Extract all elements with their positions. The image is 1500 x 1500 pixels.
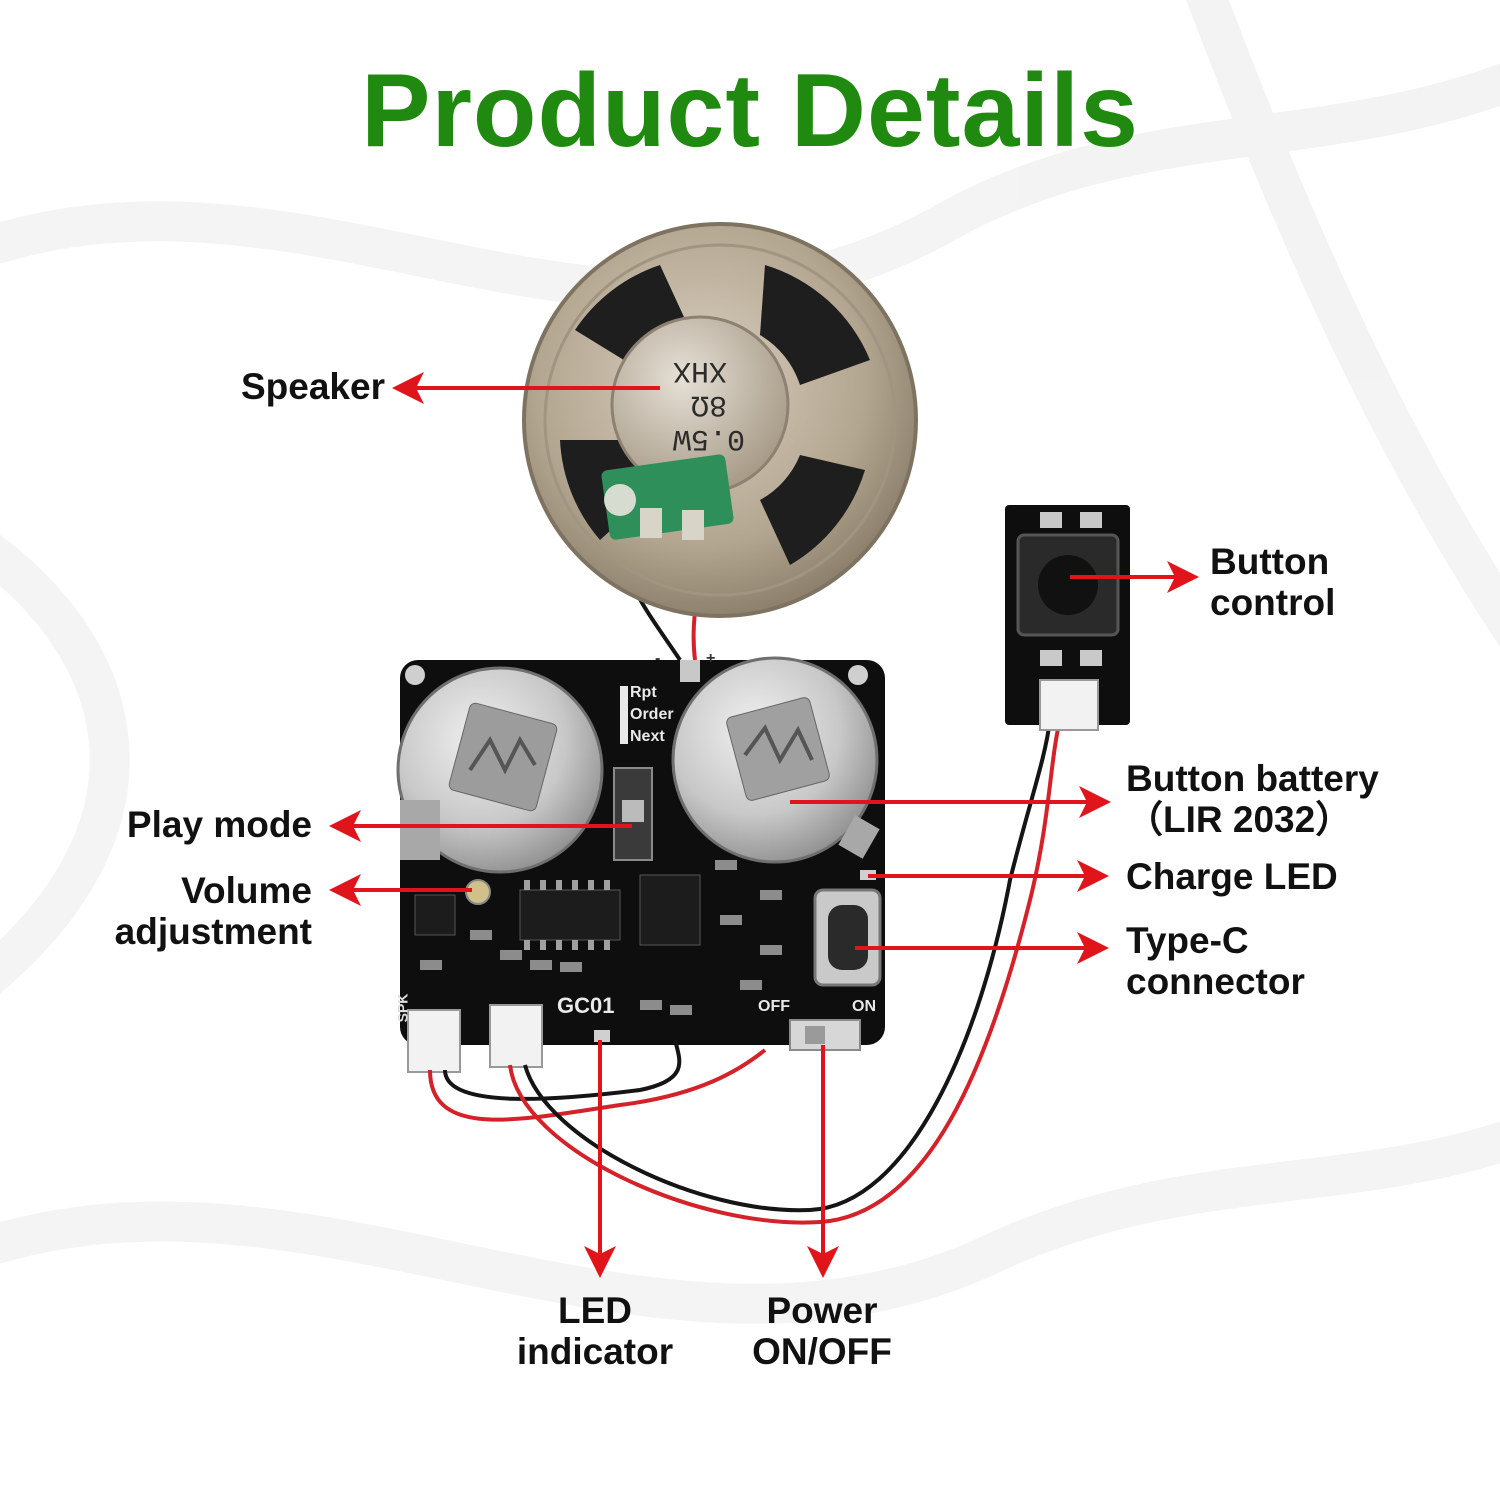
pcb-mode-next: Next	[630, 728, 665, 745]
background-waves	[0, 0, 1500, 1324]
page-title: Product Details	[361, 53, 1139, 169]
speaker-marking-power: 0.5W	[673, 421, 745, 455]
coin-holder-left	[396, 666, 604, 874]
label-play-mode: Play mode	[126, 804, 312, 845]
pcb-model: GC01	[557, 993, 615, 1018]
board-wires	[428, 719, 1062, 1225]
callout-arrows	[329, 372, 1199, 1278]
pcb-switch-off: OFF	[758, 998, 790, 1015]
label-power-on-off: Power ON/OFF	[752, 1290, 892, 1372]
pcb-switch-on: ON	[852, 998, 876, 1015]
pcb-mode-order: Order	[630, 706, 674, 723]
coin-holder-right	[671, 656, 880, 864]
pcb-plus: +	[706, 650, 716, 667]
svg-text:0.5W 8Ω XHX: 0.5W 8Ω XHX	[655, 353, 745, 455]
label-volume-adjustment: Volume adjustment	[114, 870, 312, 952]
pcb-spk: SPK	[394, 993, 411, 1023]
pcb-mode-rpt: Rpt	[630, 684, 657, 701]
label-button-battery: Button battery （LIR 2032）	[1126, 758, 1379, 840]
pcb-minus: -	[655, 650, 661, 667]
button-module	[1005, 505, 1130, 731]
label-button-control: Button control	[1210, 541, 1336, 623]
speaker-marking-impedance: 8Ω	[691, 387, 727, 421]
label-type-c-connector: Type-C connector	[1126, 920, 1305, 1002]
label-charge-led: Charge LED	[1126, 856, 1338, 897]
label-led-indicator: LED indicator	[516, 1290, 674, 1372]
speaker: 0.5W 8Ω XHX	[522, 222, 918, 618]
speaker-marking-brand: XHX	[673, 353, 727, 387]
label-speaker: Speaker	[241, 366, 385, 407]
pcb-board	[396, 656, 885, 1073]
